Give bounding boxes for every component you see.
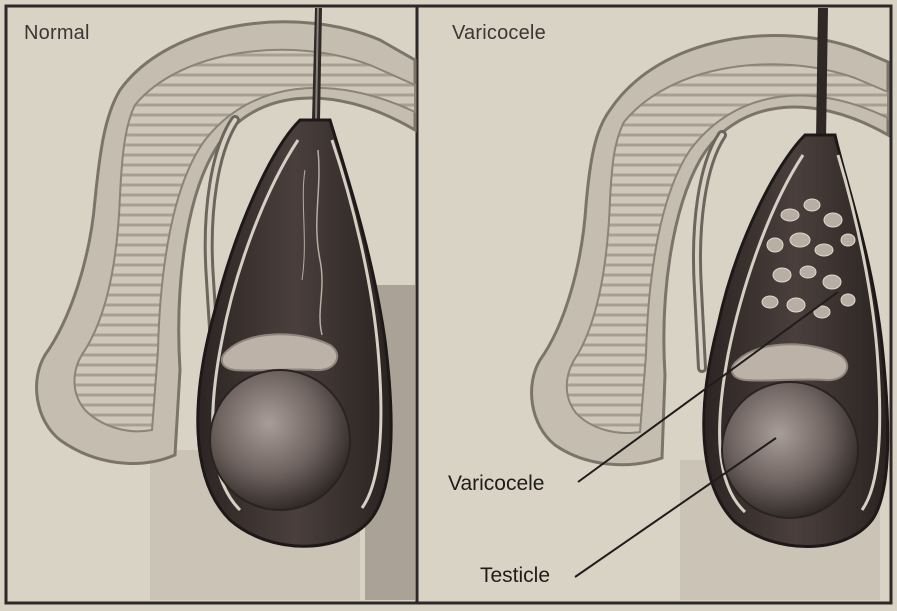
panel-label-varicocele: Varicocele	[452, 22, 546, 45]
spermatic-cord-right	[816, 8, 828, 140]
testicle	[210, 370, 350, 510]
callout-label-testicle: Testicle	[480, 564, 550, 588]
panel-label-normal: Normal	[24, 22, 90, 45]
testicle-right	[722, 382, 858, 518]
callout-label-varicocele: Varicocele	[448, 472, 545, 496]
